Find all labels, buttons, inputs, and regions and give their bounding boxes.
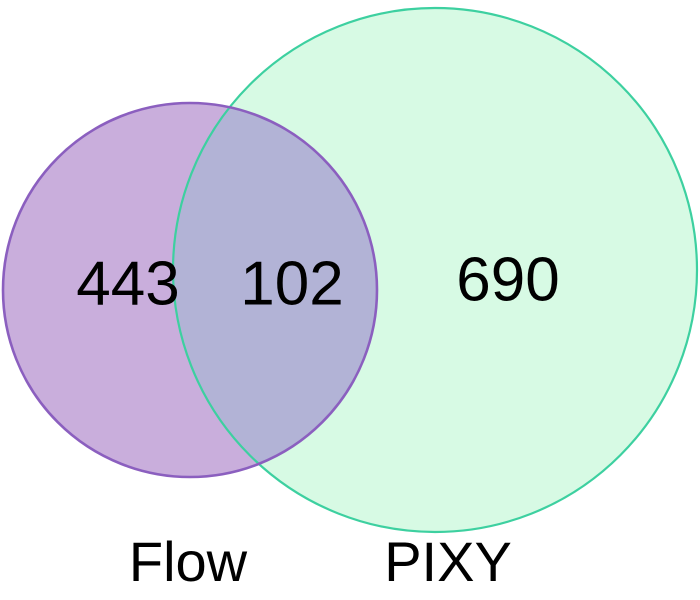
flow-only-count: 443: [76, 249, 179, 318]
intersection-region-fill[interactable]: [3, 103, 377, 477]
pixy-circle-outline: [171, 6, 699, 534]
flow-circle-outline: [1, 101, 379, 479]
flow-set-label: Flow: [129, 530, 248, 593]
pixy-only-count: 690: [456, 245, 559, 314]
intersection-region-group: [3, 103, 377, 477]
pixy-set-label: PIXY: [384, 530, 512, 593]
intersection-count: 102: [240, 249, 343, 318]
